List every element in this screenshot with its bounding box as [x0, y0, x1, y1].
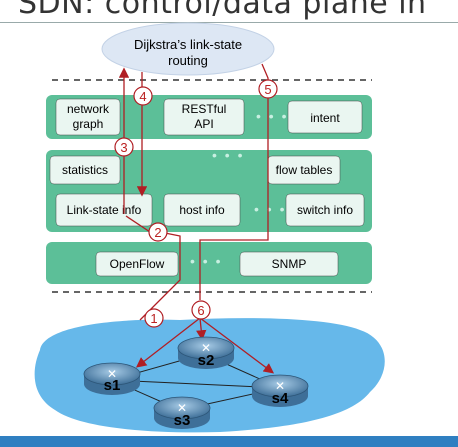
switch-s1-label: s1	[104, 377, 121, 394]
host-info-box[interactable]	[163, 193, 241, 227]
switch-x-glyph: ✕	[177, 401, 187, 415]
openflow-label: OpenFlow	[110, 257, 165, 271]
path-step-5	[199, 63, 269, 300]
step-3-marker: 3	[114, 137, 134, 157]
switch-s4-label: s4	[272, 390, 289, 407]
app-label-line1: Dijkstra’s link-state	[134, 37, 242, 52]
path-step-1	[139, 231, 181, 321]
network-graph-label-1: network	[67, 102, 110, 116]
switch-x-glyph: ✕	[201, 341, 211, 355]
app-cloud[interactable]	[101, 22, 275, 76]
path-step-6-s2	[196, 317, 207, 341]
path-step-2	[125, 215, 151, 233]
switch-info-box[interactable]	[285, 193, 365, 227]
northbound-dots: • • •	[256, 108, 288, 124]
switch-info-label: switch info	[297, 203, 353, 217]
switch-s3[interactable]: ✕ s3	[153, 396, 211, 429]
step-6-label: 6	[197, 303, 204, 318]
step-5-label: 5	[264, 82, 271, 97]
switch-s2[interactable]: ✕ s2	[177, 336, 235, 369]
footer-bar	[0, 436, 458, 447]
intent-box[interactable]	[287, 100, 363, 134]
switch-x-glyph: ✕	[275, 379, 285, 393]
controller-dots-bottom: • • •	[254, 201, 286, 217]
step-4-label: 4	[139, 89, 146, 104]
southbound-dots: • • •	[190, 253, 222, 269]
switch-s4[interactable]: ✕ s4	[251, 374, 309, 407]
path-step-6-s1	[135, 317, 201, 368]
step-1-marker: 1	[144, 308, 164, 328]
app-label-line2: routing	[168, 53, 208, 68]
restful-api-label-2: API	[194, 117, 213, 131]
switch-s3-label: s3	[174, 412, 191, 429]
statistics-label: statistics	[62, 163, 108, 177]
step-2-marker: 2	[148, 222, 168, 242]
snmp-box[interactable]	[239, 251, 339, 277]
restful-api-label-1: RESTful	[182, 102, 227, 116]
openflow-box[interactable]	[95, 251, 179, 277]
page-title: SDN: control/data plane in	[18, 0, 427, 21]
statistics-box[interactable]	[49, 155, 121, 185]
step-3-label: 3	[120, 140, 127, 155]
controller-dots-top: • • •	[212, 147, 244, 163]
switch-s1[interactable]: ✕ s1	[83, 362, 141, 395]
switch-s2-label: s2	[198, 352, 215, 369]
step-1-label: 1	[150, 311, 157, 326]
snmp-label: SNMP	[272, 257, 307, 271]
path-step-6-s4	[199, 317, 275, 374]
step-6-marker: 6	[191, 300, 211, 320]
network-graph-box[interactable]	[55, 98, 121, 136]
step-5-marker: 5	[258, 79, 278, 99]
link-state-info-label: Link-state info	[67, 203, 142, 217]
step-4-marker: 4	[133, 86, 153, 106]
restful-api-box[interactable]	[163, 98, 245, 136]
title-rule	[0, 22, 458, 23]
switch-x-glyph: ✕	[107, 367, 117, 381]
step-2-label: 2	[154, 225, 161, 240]
network-graph-label-2: graph	[73, 117, 104, 131]
intent-label: intent	[310, 111, 340, 125]
host-info-label: host info	[179, 203, 225, 217]
flow-tables-label: flow tables	[276, 163, 333, 177]
